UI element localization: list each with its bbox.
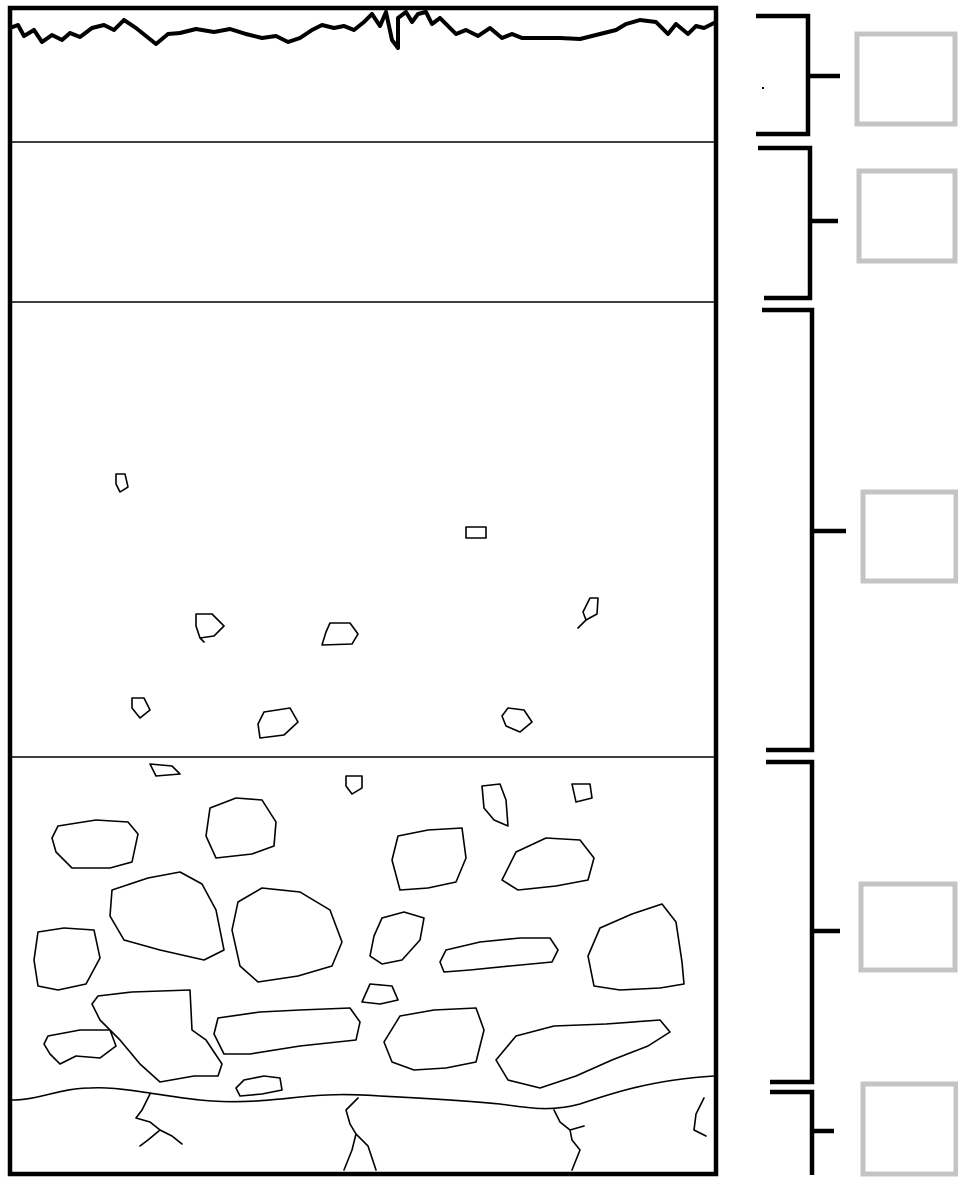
label-box-horizon-1[interactable] xyxy=(857,34,955,124)
label-box-horizon-5[interactable] xyxy=(863,1084,956,1174)
horizon-brackets xyxy=(756,16,846,1175)
label-box-horizon-2[interactable] xyxy=(859,171,955,261)
horizon-label-boxes xyxy=(857,34,956,1174)
bracket-horizon-1 xyxy=(756,16,840,134)
bracket-horizon-2 xyxy=(758,148,838,298)
bracket-horizon-4 xyxy=(766,762,840,1082)
bracket-horizon-3 xyxy=(762,310,846,750)
bracket-horizon-5 xyxy=(770,1092,834,1175)
label-box-horizon-4[interactable] xyxy=(861,884,955,970)
label-box-horizon-3[interactable] xyxy=(863,492,956,581)
